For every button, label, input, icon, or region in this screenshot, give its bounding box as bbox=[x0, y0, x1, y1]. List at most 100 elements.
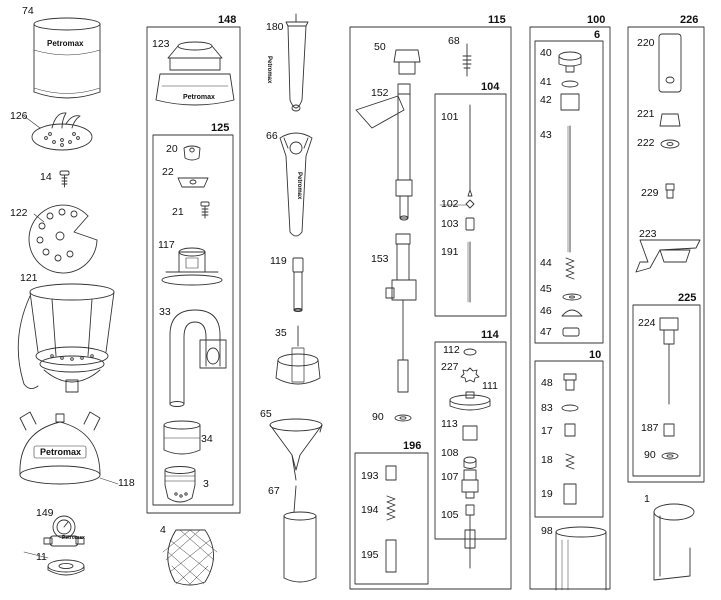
part-label-101: 101 bbox=[441, 111, 459, 123]
part-14-screw bbox=[59, 170, 70, 188]
part-label-14: 14 bbox=[40, 171, 52, 183]
part-222 bbox=[660, 139, 680, 149]
group-box-100 bbox=[529, 26, 611, 590]
part-74-glass bbox=[33, 17, 101, 99]
group-box-148 bbox=[146, 26, 241, 514]
part-label-194: 194 bbox=[361, 504, 379, 516]
group-box-226 bbox=[627, 26, 705, 483]
part-149-gauge bbox=[43, 515, 85, 547]
group-label-226: 226 bbox=[680, 14, 699, 26]
part-19 bbox=[563, 483, 577, 505]
part-102 bbox=[465, 199, 475, 209]
group-box-125 bbox=[152, 134, 234, 506]
part-label-41: 41 bbox=[540, 76, 552, 88]
part-118-hood bbox=[19, 411, 101, 485]
brand-mark-gauge: Petromax bbox=[62, 535, 85, 541]
group-label-10: 10 bbox=[589, 349, 602, 361]
part-label-44: 44 bbox=[540, 257, 552, 269]
part-label-48: 48 bbox=[541, 377, 553, 389]
part-label-3: 3 bbox=[203, 478, 209, 490]
part-108 bbox=[463, 456, 477, 469]
part-90-washer bbox=[394, 414, 412, 422]
part-193 bbox=[385, 465, 397, 481]
part-33-tube bbox=[169, 309, 227, 407]
part-46 bbox=[561, 309, 583, 317]
part-label-20: 20 bbox=[166, 143, 178, 155]
part-4-mantle bbox=[162, 529, 218, 586]
part-34-nozzle bbox=[163, 420, 201, 455]
part-label-65: 65 bbox=[260, 408, 272, 420]
part-44 bbox=[565, 257, 575, 280]
part-47 bbox=[562, 327, 580, 337]
part-label-105: 105 bbox=[441, 509, 459, 521]
part-label-66: 66 bbox=[266, 130, 278, 142]
part-35 bbox=[275, 325, 321, 385]
part-119 bbox=[292, 257, 304, 312]
part-label-117: 117 bbox=[158, 239, 175, 251]
part-label-118: 118 bbox=[118, 477, 135, 489]
part-label-102: 102 bbox=[441, 198, 459, 210]
part-65-funnel bbox=[269, 418, 323, 481]
part-label-4: 4 bbox=[160, 524, 166, 536]
part-label-46: 46 bbox=[540, 305, 552, 317]
group-box-115 bbox=[349, 26, 512, 590]
part-label-34: 34 bbox=[201, 433, 213, 445]
part-label-191: 191 bbox=[441, 246, 459, 258]
part-90-washer-225 bbox=[661, 452, 679, 460]
part-label-18: 18 bbox=[541, 454, 553, 466]
part-label-113: 113 bbox=[441, 418, 458, 430]
part-152 bbox=[355, 83, 413, 221]
part-112 bbox=[463, 348, 477, 356]
group-label-196: 196 bbox=[403, 440, 422, 452]
part-194 bbox=[386, 495, 396, 521]
group-label-6: 6 bbox=[594, 29, 601, 41]
part-label-40: 40 bbox=[540, 47, 552, 59]
part-67-tin bbox=[283, 485, 317, 583]
part-17 bbox=[564, 423, 576, 437]
brand-mark-hood: Petromax bbox=[40, 447, 82, 457]
part-label-90-b: 90 bbox=[644, 449, 656, 461]
part-187 bbox=[663, 423, 675, 437]
part-label-149: 149 bbox=[36, 507, 54, 519]
part-195 bbox=[385, 539, 397, 573]
part-label-103: 103 bbox=[441, 218, 459, 230]
part-11-washer bbox=[47, 559, 85, 576]
part-label-229: 229 bbox=[641, 187, 659, 199]
part-224 bbox=[659, 317, 679, 405]
part-label-187: 187 bbox=[641, 422, 659, 434]
part-label-43: 43 bbox=[540, 129, 552, 141]
part-229 bbox=[665, 183, 675, 199]
group-label-114: 114 bbox=[481, 329, 499, 341]
brand-mark-glass: Petromax bbox=[47, 39, 84, 48]
part-label-47: 47 bbox=[540, 326, 552, 338]
group-box-10 bbox=[534, 360, 604, 518]
part-98 bbox=[555, 526, 607, 591]
part-42 bbox=[560, 93, 580, 111]
part-label-193: 193 bbox=[361, 470, 379, 482]
group-label-100: 100 bbox=[587, 14, 606, 26]
part-label-45: 45 bbox=[540, 283, 552, 295]
part-label-98: 98 bbox=[541, 525, 553, 537]
part-label-108: 108 bbox=[441, 447, 459, 459]
part-107 bbox=[461, 469, 479, 499]
part-20 bbox=[183, 145, 201, 161]
part-83 bbox=[561, 404, 579, 412]
group-label-225: 225 bbox=[678, 292, 697, 304]
group-box-114 bbox=[434, 341, 507, 540]
part-label-180: 180 bbox=[266, 21, 284, 33]
part-103 bbox=[465, 217, 475, 231]
part-117 bbox=[161, 247, 223, 286]
part-label-152: 152 bbox=[371, 87, 389, 99]
part-label-35: 35 bbox=[275, 327, 287, 339]
part-66-wrench bbox=[279, 132, 313, 237]
part-22 bbox=[177, 177, 209, 188]
part-label-123: 123 bbox=[152, 38, 170, 50]
part-41 bbox=[561, 80, 579, 88]
part-68 bbox=[462, 43, 472, 77]
part-label-33: 33 bbox=[159, 306, 171, 318]
part-label-121: 121 bbox=[20, 272, 38, 284]
part-label-195: 195 bbox=[361, 549, 379, 561]
part-45 bbox=[562, 293, 582, 301]
